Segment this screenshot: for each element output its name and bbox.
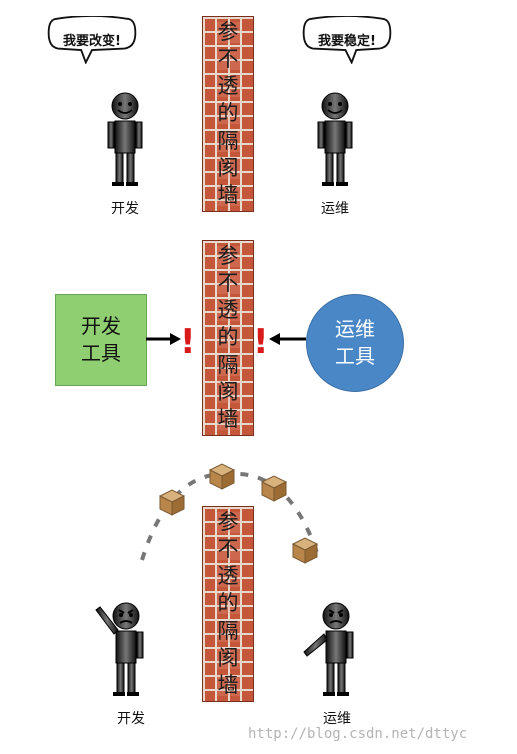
wall-char: 参 <box>216 244 240 269</box>
wall-char: 隔 <box>216 618 240 643</box>
exclamation-icon-left: ! <box>180 322 196 362</box>
wall-char: 隔 <box>216 352 240 377</box>
wall-char: 参 <box>216 20 240 45</box>
wall-char: 不 <box>216 537 240 562</box>
wall-char: 阂 <box>216 155 240 180</box>
wall-char: 墙 <box>216 406 240 431</box>
wall-char: 不 <box>216 271 240 296</box>
ops-label: 运维 <box>321 201 349 217</box>
package-icon <box>260 475 288 502</box>
wall-bottom-text: 参 不 透 的 隔 阂 墙 <box>203 507 253 701</box>
ops-tool-line2: 工具 <box>335 344 375 368</box>
wall-char: 参 <box>216 510 240 535</box>
ops-label-bottom: 运维 <box>323 711 351 727</box>
wall-bottom: 参 不 透 的 隔 阂 墙 <box>202 506 254 702</box>
wall-char: 透 <box>216 564 240 589</box>
dev-stick-figure <box>107 92 143 186</box>
dev-label-bottom: 开发 <box>117 711 145 727</box>
dev-speech-bubble <box>47 16 137 64</box>
ops-angry-figure <box>303 602 354 696</box>
left-arrow-icon <box>269 333 306 345</box>
dev-tool-box: 开发 工具 <box>55 294 147 386</box>
dev-speech-text: 我要改变! <box>63 34 121 49</box>
dev-throwing-figure <box>95 602 144 696</box>
wall-char: 透 <box>216 74 240 99</box>
ops-speech-bubble <box>302 16 392 64</box>
wall-char: 墙 <box>216 672 240 697</box>
watermark-url: http://blog.csdn.net/dttyc <box>248 726 468 742</box>
ops-speech-text: 我要稳定! <box>318 34 376 49</box>
wall-char: 透 <box>216 298 240 323</box>
package-icon <box>158 489 186 516</box>
wall-middle: 参 不 透 的 隔 阂 墙 <box>202 240 254 436</box>
wall-char: 的 <box>216 325 240 350</box>
right-arrow-icon <box>146 333 181 345</box>
ops-stick-figure <box>317 92 353 186</box>
wall-char: 阂 <box>216 645 240 670</box>
wall-char: 的 <box>216 591 240 616</box>
ops-tool-line1: 运维 <box>335 317 375 341</box>
dev-tool-line2: 工具 <box>81 341 121 365</box>
dev-label: 开发 <box>111 201 139 217</box>
exclamation-icon-right: ! <box>253 322 269 362</box>
package-icon <box>291 537 319 564</box>
wall-char: 不 <box>216 47 240 72</box>
wall-middle-text: 参 不 透 的 隔 阂 墙 <box>203 241 253 435</box>
wall-char: 的 <box>216 101 240 126</box>
wall-top: 参 不 透 的 隔 阂 墙 <box>202 16 254 212</box>
wall-char: 隔 <box>216 128 240 153</box>
wall-char: 阂 <box>216 379 240 404</box>
wall-char: 墙 <box>216 182 240 207</box>
dev-tool-line1: 开发 <box>81 314 121 338</box>
package-icon <box>208 463 236 490</box>
ops-tool-circle: 运维 工具 <box>306 294 404 392</box>
wall-top-text: 参 不 透 的 隔 阂 墙 <box>203 17 253 211</box>
